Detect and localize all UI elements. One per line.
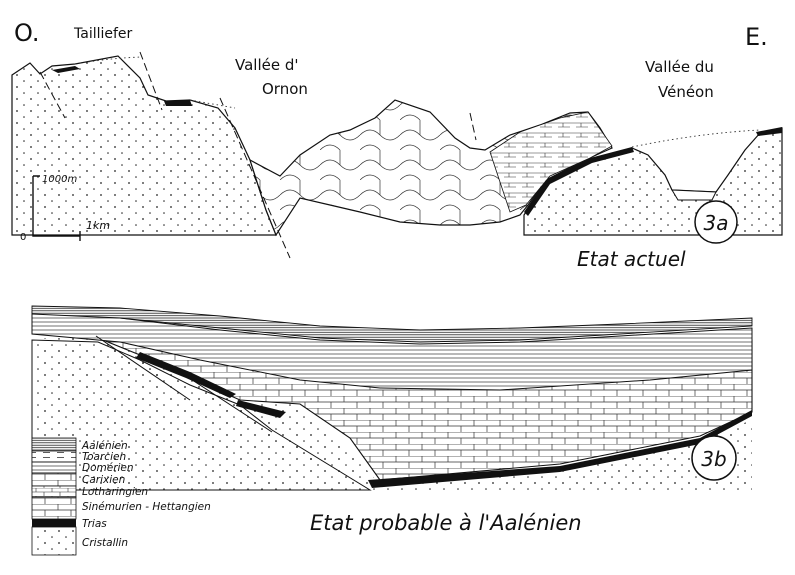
aalenian-bottom (31, 305, 753, 343)
reconstruction-line-east (631, 129, 761, 148)
legend-label-sinemurien: Sinémurien - Hettangien (82, 501, 211, 513)
valley-ornon-line1: Vallée d' (235, 56, 299, 74)
badge-3b: 3b (701, 447, 726, 471)
trias-bottom-step1 (136, 352, 236, 398)
badge-3a: 3a (704, 211, 729, 235)
east-label: E. (745, 23, 768, 51)
legend-swatch-lotharingien (31, 485, 77, 498)
fault-3 (219, 97, 291, 259)
jurassic-slatey-right (489, 111, 613, 213)
trias-east-cap (756, 127, 782, 136)
valley-veneon-line2: Vénéon (658, 83, 714, 101)
legend-swatch-toarcien (31, 450, 77, 463)
valley-ornon-line2: Ornon (262, 80, 308, 98)
valley-veneon-line1: Vallée du (645, 58, 714, 76)
scale-zero-label: 0 (20, 232, 26, 243)
section-3b: 3b Etat probable à l'Aalénien (31, 305, 753, 535)
legend-label-trias: Trias (82, 518, 107, 530)
caption-3a: Etat actuel (577, 247, 686, 271)
legend-swatch-aalenien (31, 437, 77, 452)
legend-label-toarcien: Toarcien (82, 451, 126, 463)
badge-3b-circle (691, 435, 737, 481)
fault-bottom-2 (179, 371, 273, 433)
scale-bar: 1000m 0 1km (20, 174, 110, 243)
scale-length-label: 1km (86, 219, 110, 232)
legend-swatch-cristallin (31, 526, 77, 556)
legend-label-lotharingien: Lotharingien (82, 486, 148, 498)
legend-label-aalenien: Aalénien (81, 440, 128, 452)
legend-label-cristallin: Cristallin (82, 537, 128, 549)
fault-1 (39, 71, 66, 119)
trias-bottom-base (368, 410, 752, 488)
legend-label-domerien: Domérien (82, 462, 134, 474)
section-3a: 1000m 0 1km O. E. Tailliefer Vallée d' O… (11, 19, 783, 271)
cristallin-bottom (32, 332, 752, 490)
fault-2 (139, 51, 163, 111)
upper-lias-bottom (31, 311, 753, 391)
trias-east (524, 147, 634, 216)
legend: Aalénien Toarcien Domérien Carixien Loth… (31, 437, 211, 556)
cristallin-west (11, 55, 277, 236)
badge-3a-circle (694, 200, 738, 244)
quaternary-veneon (671, 189, 717, 201)
legend-swatch-carixien (31, 472, 77, 487)
legend-swatch-trias (32, 519, 76, 527)
reconstruction-line-mid (189, 99, 236, 109)
legend-swatch-sinemurien (31, 496, 77, 520)
trias-cap-tailliefer (52, 66, 80, 73)
fault-bottom-1 (95, 335, 191, 401)
fault-4 (469, 112, 477, 141)
west-label: O. (14, 19, 40, 47)
caption-3b: Etat probable à l'Aalénien (310, 511, 582, 535)
scale-height-label: 1000m (42, 174, 77, 185)
legend-label-carixien: Carixien (82, 474, 125, 486)
legend-swatch-domerien (31, 461, 77, 474)
trias-cap-2 (164, 100, 192, 106)
trias-bottom-step2 (236, 400, 286, 418)
peak-label: Tailliefer (73, 26, 133, 42)
